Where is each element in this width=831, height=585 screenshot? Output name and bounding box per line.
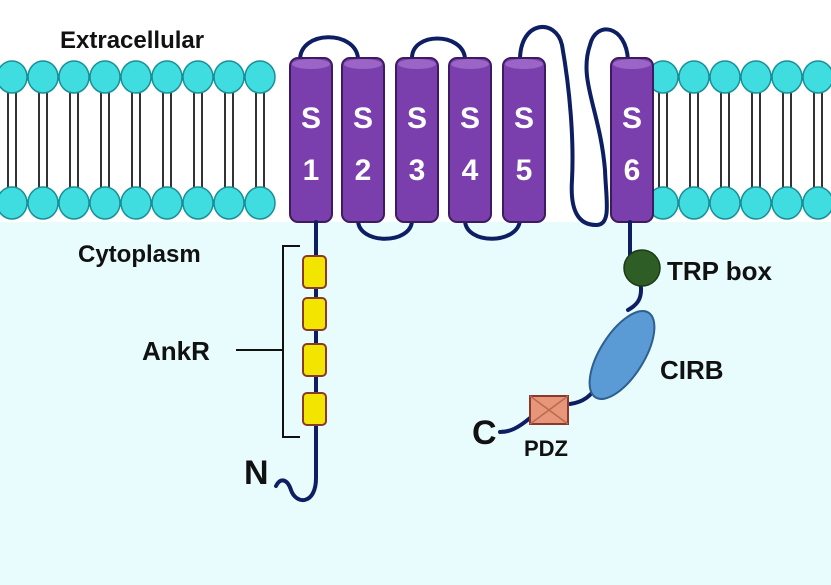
lipid-tails: [7, 90, 823, 190]
lipid-head: [0, 186, 28, 220]
loop-s1-s2: [298, 35, 360, 62]
segment-letter: S: [622, 102, 642, 135]
lipid-head: [89, 60, 121, 94]
n-terminal-chain: [274, 220, 318, 502]
segment-body: [289, 57, 333, 223]
segment-s2: S2: [341, 57, 385, 223]
segment-number: 6: [624, 154, 641, 187]
lipid-head: [120, 60, 152, 94]
lipid-head: [709, 186, 741, 220]
segment-body: [610, 57, 654, 223]
segment-s6: S6: [610, 57, 654, 223]
segment-cap: [613, 59, 651, 69]
lipid-head: [709, 60, 741, 94]
lipid-head: [182, 60, 214, 94]
segment-cap: [451, 59, 489, 69]
lipid-head: [678, 186, 710, 220]
trp-box-label: TRP box: [667, 256, 773, 286]
lipid-head: [89, 186, 121, 220]
ankyrin-repeat: [302, 255, 327, 289]
extracellular-label: Extracellular: [60, 27, 204, 54]
segment-number: 4: [462, 154, 479, 187]
loop-s2-s3: [356, 218, 414, 241]
trp-box-domain: [623, 249, 661, 287]
segment-cap: [505, 59, 543, 69]
lipid-head: [58, 186, 90, 220]
lipid-heads: [0, 60, 831, 220]
lipid-head: [802, 186, 831, 220]
loops: [298, 25, 630, 241]
segment-letter: S: [514, 102, 534, 135]
segment-cap: [398, 59, 436, 69]
segment-cap: [344, 59, 382, 69]
lipid-head: [151, 186, 183, 220]
segment-number: 1: [303, 154, 320, 187]
ankr-bracket: [236, 245, 300, 438]
pdz-domain: [529, 395, 569, 425]
segment-s4: S4: [448, 57, 492, 223]
lipid-head: [802, 60, 831, 94]
lipid-head: [58, 60, 90, 94]
ankyrin-repeats: [302, 255, 327, 426]
cytoplasm-label: Cytoplasm: [78, 241, 201, 268]
segment-s5: S5: [502, 57, 546, 223]
segment-number: 5: [516, 154, 533, 187]
segment-body: [395, 57, 439, 223]
pore-loop: [518, 25, 630, 228]
pdz-label: PDZ: [524, 436, 568, 461]
lipid-head: [27, 186, 59, 220]
lipid-head: [27, 60, 59, 94]
c-terminal-chain: [498, 220, 643, 434]
segment-letter: S: [353, 102, 373, 135]
lipid-head: [740, 186, 772, 220]
cirb-domain: [588, 310, 656, 400]
lipid-head: [0, 60, 28, 94]
lipid-head: [771, 60, 803, 94]
lipid-head: [182, 186, 214, 220]
cytoplasm-region: [0, 222, 831, 585]
segment-letter: S: [301, 102, 321, 135]
lipid-head: [151, 60, 183, 94]
lipid-head: [213, 186, 245, 220]
c-terminus-label: C: [472, 414, 497, 452]
lipid-head: [740, 60, 772, 94]
segment-number: 2: [355, 154, 372, 187]
ankr-label: AnkR: [142, 336, 210, 366]
ankyrin-repeat: [302, 297, 327, 331]
lipid-head: [120, 186, 152, 220]
segment-body: [502, 57, 546, 223]
segment-body: [341, 57, 385, 223]
n-terminus-label: N: [244, 454, 269, 492]
lipid-head: [244, 60, 276, 94]
segment-letter: S: [407, 102, 427, 135]
loop-s3-s4: [410, 36, 467, 60]
segment-s3: S3: [395, 57, 439, 223]
segment-number: 3: [409, 154, 426, 187]
lipid-head: [771, 186, 803, 220]
ankyrin-repeat: [302, 392, 327, 426]
segment-s1: S1: [289, 57, 333, 223]
lipid-head: [244, 186, 276, 220]
segment-cap: [292, 59, 330, 69]
ankyrin-repeat: [302, 343, 327, 377]
segment-body: [448, 57, 492, 223]
lipid-head: [213, 60, 245, 94]
lipid-head: [678, 60, 710, 94]
segment-letter: S: [460, 102, 480, 135]
cirb-label: CIRB: [660, 355, 724, 385]
loop-s4-s5: [463, 218, 522, 241]
